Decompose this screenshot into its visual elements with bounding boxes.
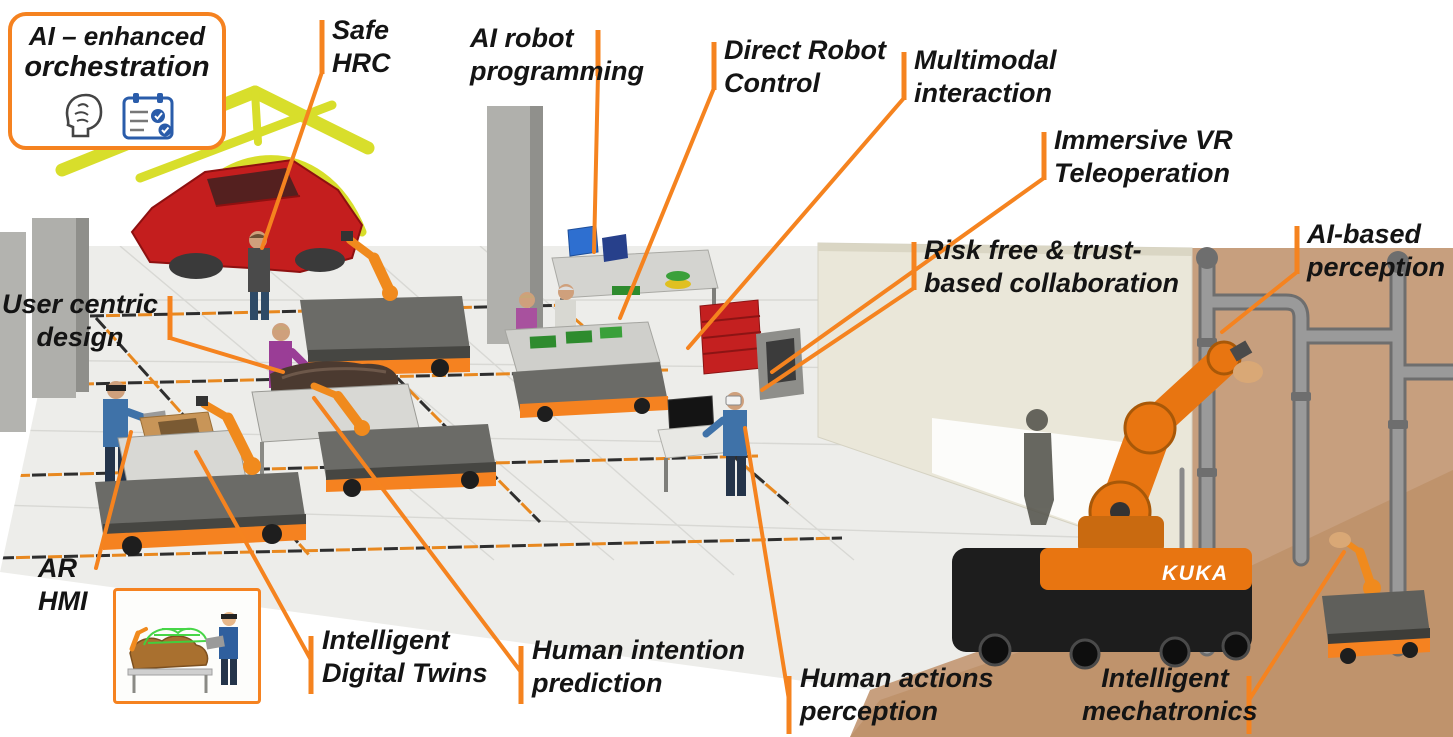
label-multimodal-interaction: Multimodal interaction (914, 44, 1057, 111)
label-line: programming (470, 56, 645, 87)
gray-cabinet (756, 328, 804, 400)
label-line: interaction (914, 78, 1053, 109)
monitor-dark (602, 234, 628, 262)
orchestration-label-line2: orchestration (24, 50, 210, 83)
label-intelligent-digital-twins: Intelligent Digital Twins (322, 624, 488, 691)
label-line: Multimodal (914, 45, 1057, 75)
label-immersive-vr-teleoperation: Immersive VR Teleoperation (1054, 124, 1233, 191)
mini-cobot-arm (129, 627, 148, 652)
label-human-actions-perception: Human actions perception (800, 662, 994, 729)
label-intelligent-mechatronics: Intelligent mechatronics (1082, 662, 1258, 729)
label-line: Risk free & trust- (924, 235, 1142, 265)
digital-twin-scene (127, 612, 238, 693)
label-line: Teleoperation (1054, 158, 1231, 189)
label-line: Safe (332, 15, 390, 45)
label-line: AI-based (1307, 219, 1422, 249)
orchestration-label-line1: AI – enhanced (28, 21, 206, 51)
label-risk-free-collaboration: Risk free & trust- based collaboration (924, 234, 1179, 301)
label-line: AI robot (470, 23, 574, 53)
mobile-assembly-bench (504, 321, 668, 422)
label-line: prediction (532, 668, 663, 699)
shadow-silhouette (1024, 409, 1054, 525)
kuka-arm (1078, 340, 1263, 554)
label-line: Intelligent (1101, 663, 1229, 693)
label-line: Intelligent (322, 625, 450, 655)
kuka-robot: KUKA (952, 340, 1263, 670)
label-line: HRC (332, 48, 391, 79)
label-ai-robot-programming: AI robot programming (470, 22, 644, 89)
concrete-pillars (0, 106, 543, 432)
label-direct-robot-control: Direct Robot Control (724, 34, 886, 101)
vr-station (657, 392, 747, 496)
label-user-centric-design: User centric design (0, 288, 160, 355)
label-human-intention-prediction: Human intention prediction (532, 634, 745, 701)
label-ar-hmi: AR HMI (38, 552, 88, 619)
label-line: based collaboration (924, 268, 1180, 299)
tool-cabinet-red (699, 299, 763, 375)
ai-orchestration-box: AI – enhanced orchestration (8, 12, 226, 150)
monitor-blue (567, 225, 599, 257)
checklist-icon (122, 92, 174, 140)
label-line: HMI (38, 586, 88, 617)
label-line: Control (724, 68, 820, 99)
label-ai-based-perception: AI-based perception (1307, 218, 1445, 285)
label-line: Direct Robot (724, 35, 886, 65)
label-line: User centric (1, 289, 159, 319)
label-line: AR (38, 553, 77, 583)
kuka-logo: KUKA (1162, 562, 1229, 585)
digital-twin-inset (113, 588, 261, 704)
label-line: Human actions (800, 663, 994, 693)
label-line: Digital Twins (322, 658, 488, 689)
label-line: perception (1307, 252, 1446, 283)
brain-icon (65, 93, 103, 138)
label-line: design (36, 322, 124, 353)
label-safe-hrc: Safe HRC (332, 14, 391, 81)
label-line: mechatronics (1082, 696, 1258, 727)
label-line: Human intention (532, 635, 745, 665)
label-line: Immersive VR (1054, 125, 1233, 155)
label-line: perception (800, 696, 939, 727)
